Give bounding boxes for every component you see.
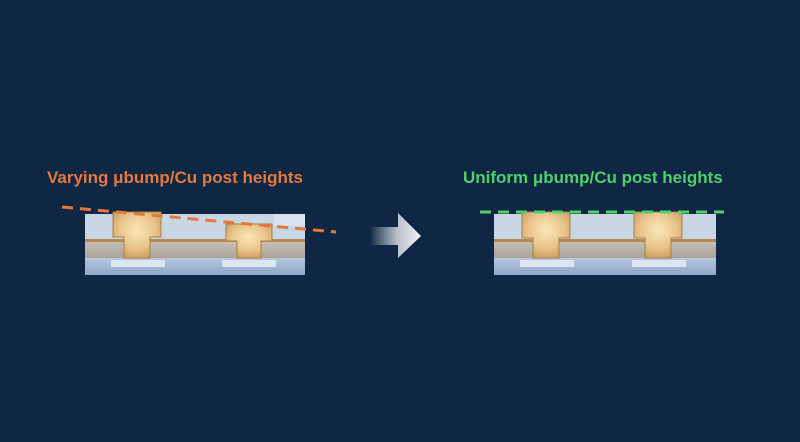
left-bond-pad-2: [222, 260, 276, 267]
left-cu-post-2: [225, 223, 273, 259]
right-bond-pad-2: [632, 260, 686, 267]
left-top-step: [274, 214, 305, 226]
left-bond-pad-1: [111, 260, 165, 267]
left-cu-post-1: [112, 211, 162, 259]
left-middle-layer: [85, 240, 305, 258]
right-cu-post-1: [521, 211, 571, 259]
right-caption: Uniform μbump/Cu post heights: [463, 168, 723, 187]
left-slope-dashed-line: [61, 205, 337, 234]
right-arrow-icon: [370, 213, 421, 258]
left-caption: Varying μbump/Cu post heights: [47, 168, 303, 187]
right-bond-pad-1: [520, 260, 574, 267]
left-copper-line: [85, 239, 305, 242]
right-copper-line: [494, 239, 716, 242]
right-middle-layer: [494, 240, 716, 258]
left-stack: [85, 211, 305, 275]
right-cu-post-2: [633, 211, 683, 259]
right-stack: [494, 211, 716, 275]
